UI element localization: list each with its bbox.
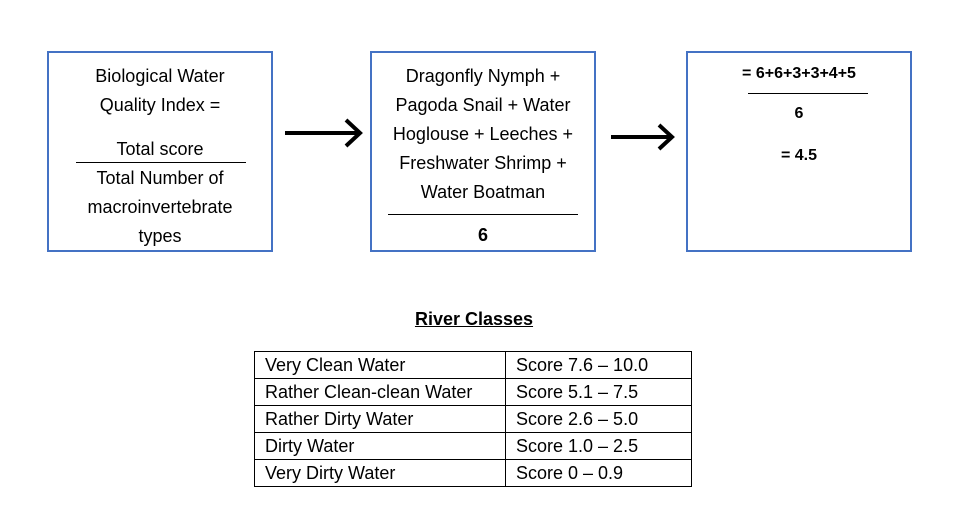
class-label: Rather Clean-clean Water bbox=[254, 378, 506, 406]
table-row: Very Dirty Water Score 0 – 0.9 bbox=[254, 459, 692, 487]
class-label: Dirty Water bbox=[254, 432, 506, 460]
table-row: Rather Clean-clean Water Score 5.1 – 7.5 bbox=[254, 378, 692, 406]
fraction-line bbox=[748, 93, 868, 94]
class-label: Rather Dirty Water bbox=[254, 405, 506, 433]
right-arrow-icon bbox=[285, 118, 363, 148]
calc-denominator: 6 bbox=[794, 105, 804, 122]
class-score: Score 2.6 – 5.0 bbox=[505, 405, 692, 433]
table-row: Very Clean Water Score 7.6 – 10.0 bbox=[254, 351, 692, 379]
fraction-line bbox=[388, 214, 578, 215]
river-classes-title: River Classes bbox=[414, 309, 534, 329]
class-score: Score 7.6 – 10.0 bbox=[505, 351, 692, 379]
species-line2: Pagoda Snail + Water bbox=[395, 95, 571, 115]
class-score: Score 5.1 – 7.5 bbox=[505, 378, 692, 406]
river-classes-table: Very Clean Water Score 7.6 – 10.0 Rather… bbox=[254, 351, 692, 487]
formula-numerator: Total score bbox=[116, 139, 204, 159]
class-label: Very Dirty Water bbox=[254, 459, 506, 487]
fraction-line bbox=[76, 162, 246, 163]
calculation-box: = 6+6+3+3+4+5 6 = 4.5 bbox=[686, 51, 912, 252]
denominator-line3: types bbox=[138, 226, 182, 246]
class-label: Very Clean Water bbox=[254, 351, 506, 379]
right-arrow-icon bbox=[611, 123, 675, 151]
index-title: Biological Water Quality Index = bbox=[49, 62, 271, 120]
species-line3: Hoglouse + Leeches + bbox=[392, 124, 574, 144]
species-box: Dragonfly Nymph + Pagoda Snail + Water H… bbox=[370, 51, 596, 252]
index-title-line1: Biological Water bbox=[95, 66, 225, 86]
formula-denominator: Total Number of macroinvertebrate types bbox=[49, 164, 271, 251]
species-line1: Dragonfly Nymph + bbox=[405, 66, 561, 86]
species-denominator: 6 bbox=[477, 225, 488, 245]
calc-numerator: = 6+6+3+3+4+5 bbox=[742, 65, 856, 82]
species-line5: Water Boatman bbox=[420, 182, 546, 202]
class-score: Score 0 – 0.9 bbox=[505, 459, 692, 487]
denominator-line2: macroinvertebrate bbox=[87, 197, 233, 217]
index-title-line2: Quality Index = bbox=[99, 95, 221, 115]
class-score: Score 1.0 – 2.5 bbox=[505, 432, 692, 460]
denominator-line1: Total Number of bbox=[96, 168, 224, 188]
species-line4: Freshwater Shrimp + bbox=[399, 153, 567, 173]
species-sum: Dragonfly Nymph + Pagoda Snail + Water H… bbox=[372, 62, 594, 207]
formula-box: Biological Water Quality Index = Total s… bbox=[47, 51, 273, 252]
table-row: Rather Dirty Water Score 2.6 – 5.0 bbox=[254, 405, 692, 433]
table-row: Dirty Water Score 1.0 – 2.5 bbox=[254, 432, 692, 460]
calc-result: = 4.5 bbox=[780, 147, 818, 164]
